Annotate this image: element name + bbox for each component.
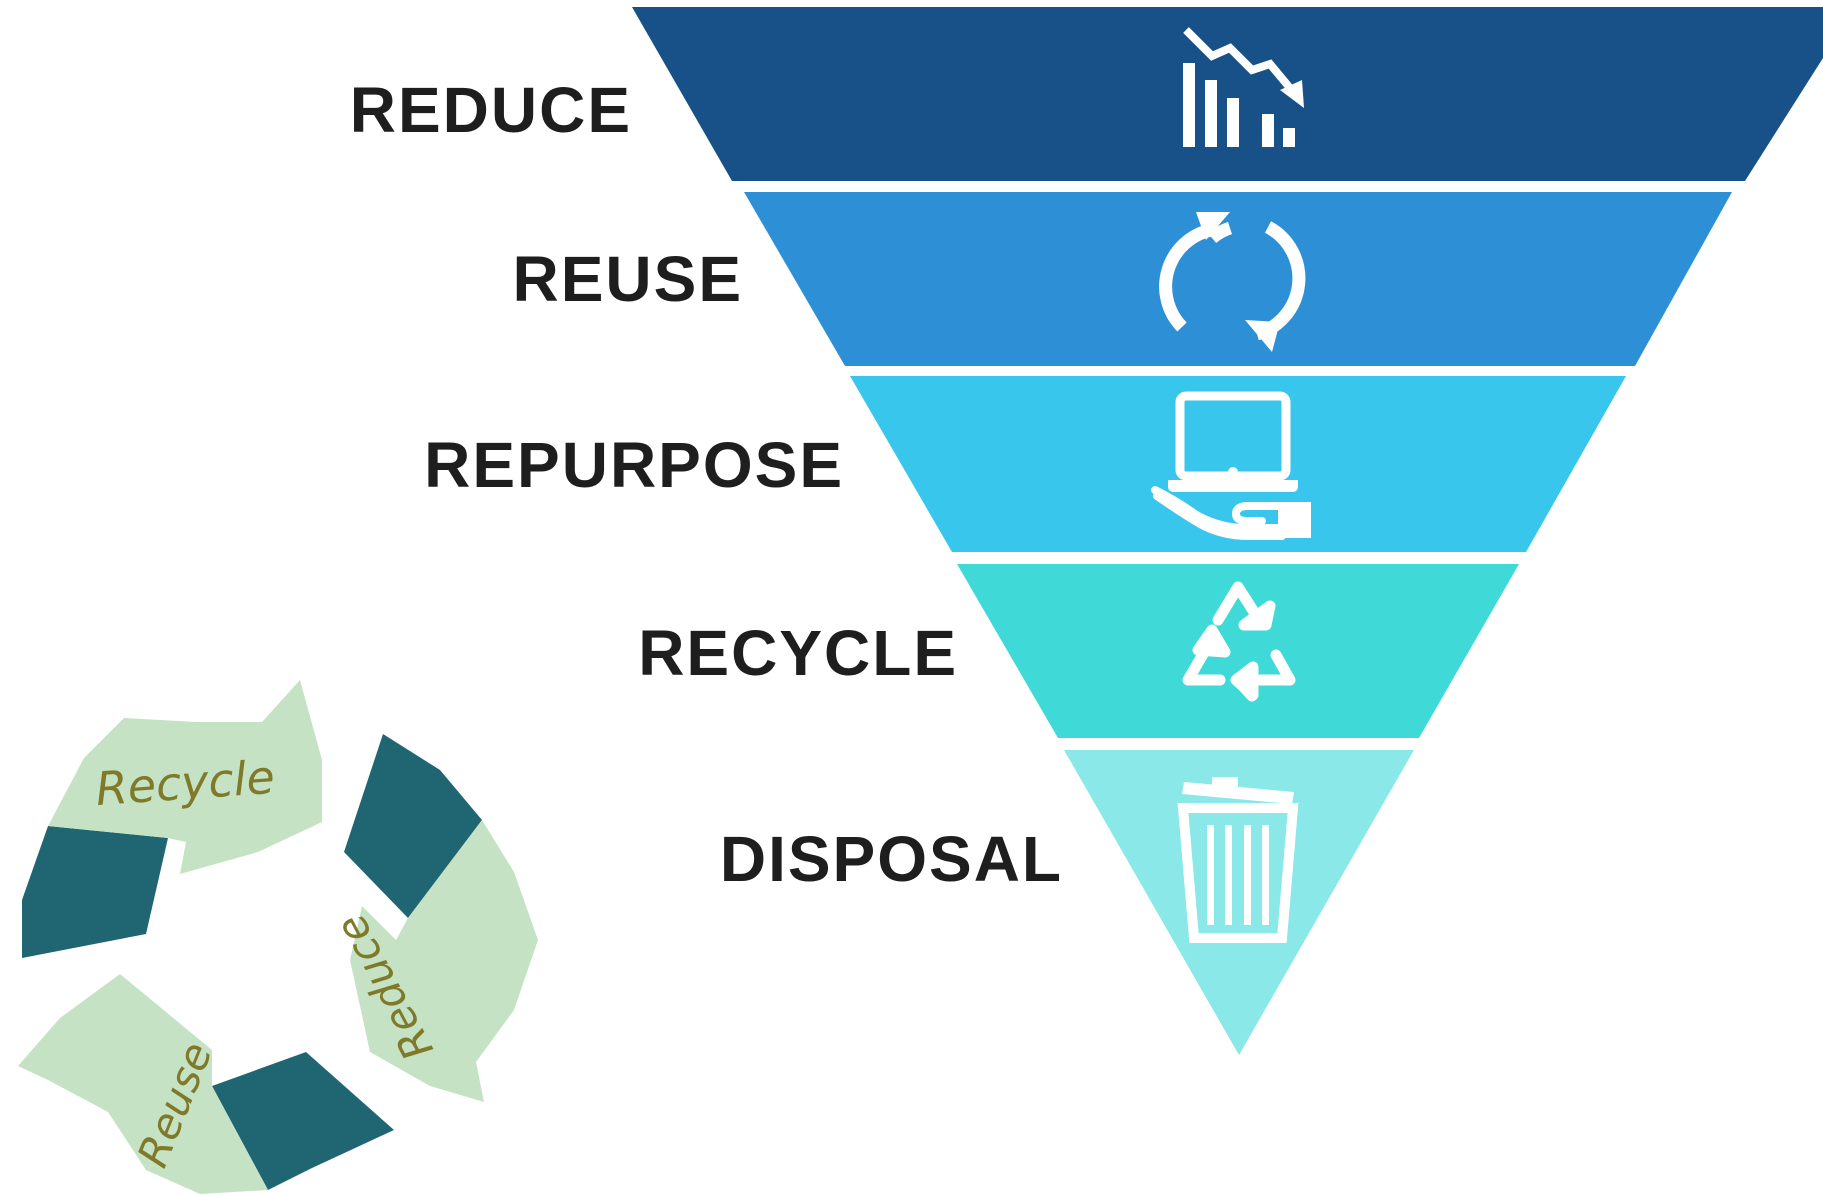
tier-recycle-band <box>957 564 1519 738</box>
tier-reduce-label: REDUCE <box>349 74 632 146</box>
badge-dark-band-left <box>22 826 168 958</box>
badge-arrow-reduce <box>350 820 538 1102</box>
badge-arrow-recycle <box>48 680 322 874</box>
tier-disposal-label: DISPOSAL <box>719 823 1063 895</box>
tier-reuse-band <box>744 192 1732 366</box>
recycle-arrows-badge: Recycle Reduce Reuse <box>18 680 538 1194</box>
badge-arrow-reuse <box>18 974 268 1194</box>
tier-reduce-band <box>632 7 1823 181</box>
tier-repurpose-label: REPURPOSE <box>424 429 844 501</box>
tier-repurpose-band <box>850 376 1626 552</box>
tier-reuse-label: REUSE <box>512 243 743 315</box>
declining-bar-chart-icon <box>1183 27 1304 147</box>
trash-can-icon <box>1177 777 1299 943</box>
tier-recycle-label: RECYCLE <box>638 617 958 689</box>
refresh-cycle-icon <box>1159 212 1306 352</box>
recycle-triangle-icon <box>1182 581 1296 702</box>
laptop-in-hand-icon <box>1151 391 1311 540</box>
badge-dark-band-right <box>344 734 482 918</box>
tier-disposal-band <box>1064 750 1414 1055</box>
badge-dark-band-bottom <box>212 1052 394 1190</box>
badge-arrow-recycle-label: Recycle <box>94 750 276 816</box>
